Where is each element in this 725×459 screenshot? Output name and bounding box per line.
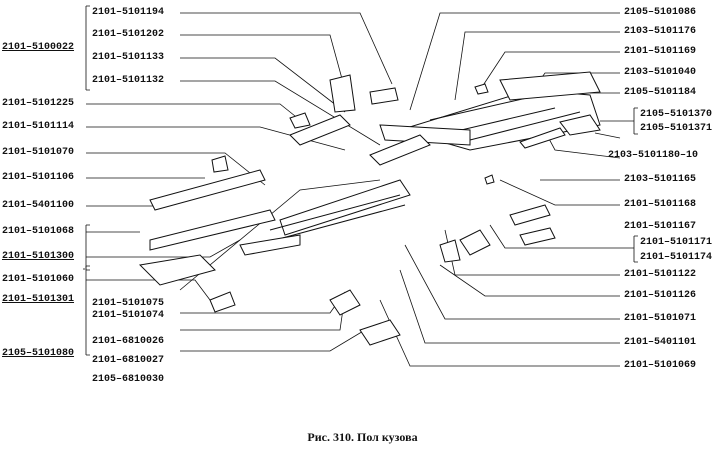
label-2101-5101225: 2101–5101225 xyxy=(2,98,75,109)
clip-4 xyxy=(211,155,229,173)
label-2101-5101126: 2101–5101126 xyxy=(624,290,697,301)
label-2101-5101301: 2101–5101301 xyxy=(2,294,75,305)
label-2101-5401101: 2101–5401101 xyxy=(624,337,697,348)
label-2101-5101171: 2101–5101171 xyxy=(640,237,713,248)
bracket-lower-left xyxy=(329,289,361,316)
jack-support-2 xyxy=(439,239,461,263)
label-2101-5101106: 2101–5101106 xyxy=(2,172,75,183)
label-2101-5101194: 2101–5101194 xyxy=(92,7,165,18)
label-2101-5101075: 2101–5101075 xyxy=(92,298,165,309)
label-2101-5101068: 2101–5101068 xyxy=(2,226,75,237)
label-2101-5401100: 2101–5401100 xyxy=(2,200,75,211)
clip-3 xyxy=(289,112,311,129)
label-2101-5101070: 2101–5101070 xyxy=(2,147,75,158)
label-2105-5101371: 2105–5101371 xyxy=(640,123,713,134)
label-2101-6810026-visible: 2101–6810026 xyxy=(92,336,165,347)
cross-member-front xyxy=(379,124,471,146)
plate-1 xyxy=(509,204,551,226)
reinforcement-long xyxy=(149,209,276,251)
rear-cross-panel xyxy=(499,71,601,101)
label-2101-5101174: 2101–5101174 xyxy=(640,252,713,263)
label-2101-5101132: 2101–5101132 xyxy=(92,75,165,86)
label-2103-5101165: 2103–5101165 xyxy=(624,174,697,185)
label-2101-5101114: 2101–5101114 xyxy=(2,121,75,132)
small-clip xyxy=(484,174,495,185)
small-bracket xyxy=(474,83,489,95)
front-floor-panel xyxy=(138,254,216,286)
label-2103-5101040: 2103–5101040 xyxy=(624,67,697,78)
label-2101-6810027: 2101–6810027 xyxy=(92,355,165,366)
label-2101-5101300: 2101–5101300 xyxy=(2,251,75,262)
label-2101-5101168: 2101–5101168 xyxy=(624,199,697,210)
label-2101-5101060: 2101–5101060 xyxy=(2,274,75,285)
label-2101-5100022: 2101–5100022 xyxy=(2,42,75,53)
label-2101-5101169: 2101–5101169 xyxy=(624,46,697,57)
label-2101-5101069: 2101–5101069 xyxy=(624,360,697,371)
floor-rail xyxy=(279,179,411,236)
figure-caption: Рис. 310. Пол кузова xyxy=(307,430,418,444)
floor-parts xyxy=(138,71,601,346)
label-2101-5101074: 2101–5101074 xyxy=(92,310,165,321)
label-2101-5101122: 2101–5101122 xyxy=(624,269,697,280)
clip-1 xyxy=(369,87,399,105)
label-2103-5101180-10-visible: 2103–5101180–10 xyxy=(608,150,699,161)
bracket-lower-right xyxy=(359,319,401,346)
label-2105-5101370: 2105–5101370 xyxy=(640,109,713,120)
label-2101-5101071: 2101–5101071 xyxy=(624,313,697,324)
label-2105-5101080: 2105–5101080 xyxy=(2,348,75,359)
sill-right xyxy=(519,127,566,149)
label-2101-5101167: 2101–5101167 xyxy=(624,221,697,232)
reinforcement-short xyxy=(239,234,301,256)
label-2105-6810030: 2105–6810030 xyxy=(92,374,165,385)
rear-bracket xyxy=(559,114,601,136)
label-2105-5101184: 2105–5101184 xyxy=(624,87,697,98)
clip-2 xyxy=(329,74,356,113)
label-2101-5101133: 2101–5101133 xyxy=(92,52,165,63)
side-member-right xyxy=(289,114,351,146)
label-2103-5101176: 2103–5101176 xyxy=(624,26,697,37)
side-member-center xyxy=(369,134,431,166)
leader-lines xyxy=(83,5,638,367)
label-2101-5101202: 2101–5101202 xyxy=(92,29,165,40)
label-2105-5101086: 2105–5101086 xyxy=(624,7,697,18)
bracket-small xyxy=(209,291,236,313)
jack-support xyxy=(459,229,491,256)
sill-left xyxy=(149,169,266,211)
plate-2 xyxy=(519,227,556,246)
